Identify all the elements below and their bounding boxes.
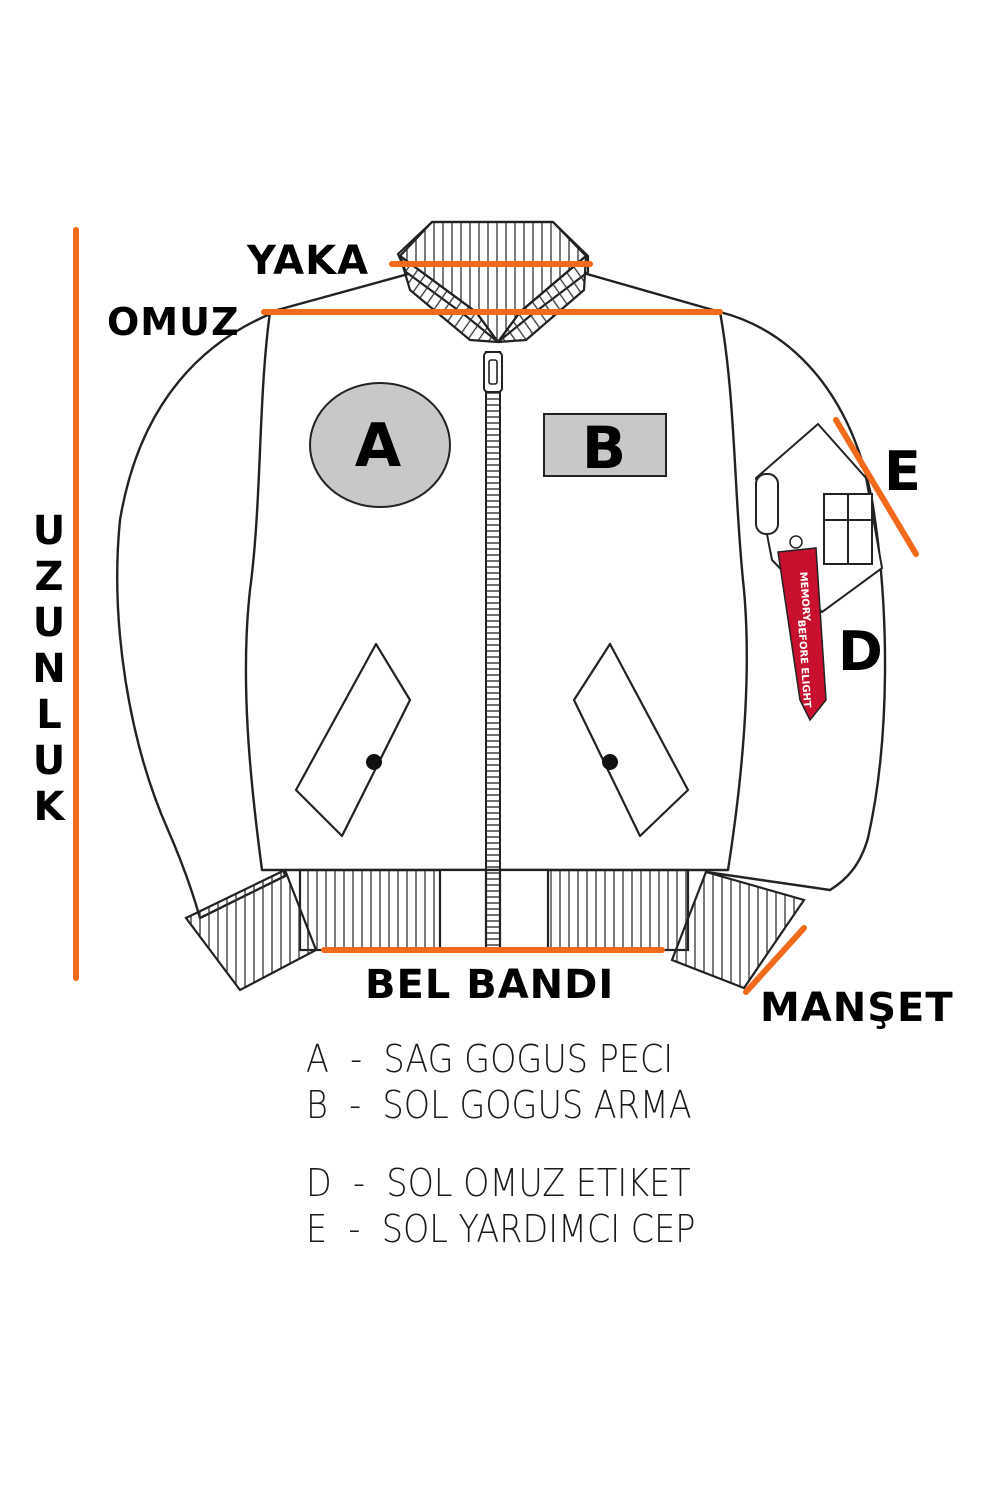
measure-manset	[743, 925, 807, 995]
legend-sep: -	[353, 1161, 366, 1205]
legend-sep: -	[350, 1037, 363, 1081]
pockets	[294, 642, 690, 838]
label-yaka: YAKA	[247, 238, 370, 284]
left-pocket	[294, 642, 412, 838]
legend-text: SAG GOGUS PECI	[383, 1037, 674, 1081]
legend-sep: -	[349, 1083, 362, 1127]
label-e: E	[884, 440, 922, 503]
legend-key: B	[306, 1083, 328, 1127]
chest-marker-b: B	[543, 413, 667, 482]
right-cuff	[670, 870, 806, 990]
legend-row-b: B - SOL GOGUS ARMA	[306, 1082, 695, 1128]
legend-key: D	[306, 1161, 332, 1205]
legend-key: E	[306, 1207, 328, 1251]
label-omuz: OMUZ	[107, 300, 240, 344]
tag-text-1: MEMORY	[797, 571, 811, 622]
collar	[396, 220, 590, 344]
measure-lines	[73, 227, 919, 995]
label-manset: MANŞET	[760, 985, 954, 1031]
legend-text: SOL YARDIMCI CEP	[381, 1207, 696, 1251]
left-cuff	[184, 868, 318, 992]
shoulder-tag: MEMORY BEFORE ELIGHT	[777, 535, 827, 722]
waist-band	[298, 868, 690, 952]
right-pocket	[572, 642, 690, 838]
label-d: D	[838, 620, 884, 683]
legend-row-a: A - SAG GOGUS PECI	[306, 1036, 695, 1082]
label-uzunluk: UZUNLUK	[26, 508, 72, 830]
marker-b-letter: B	[582, 414, 626, 482]
legend-key: A	[306, 1037, 329, 1081]
legend-sep: -	[348, 1207, 361, 1251]
legend-row-d: D - SOL OMUZ ETIKET	[306, 1160, 695, 1206]
label-bel-bandi: BEL BANDI	[365, 962, 615, 1008]
measure-e	[833, 417, 919, 557]
chest-marker-a: A	[309, 382, 451, 508]
legend-row-e: E - SOL YARDIMCI CEP	[306, 1206, 695, 1252]
marker-a-letter: A	[355, 411, 402, 481]
legend-text: SOL OMUZ ETIKET	[386, 1161, 691, 1205]
legend: A - SAG GOGUS PECI B - SOL GOGUS ARMA D …	[306, 1036, 749, 1252]
legend-text: SOL GOGUS ARMA	[382, 1083, 692, 1127]
zipper	[483, 351, 503, 945]
